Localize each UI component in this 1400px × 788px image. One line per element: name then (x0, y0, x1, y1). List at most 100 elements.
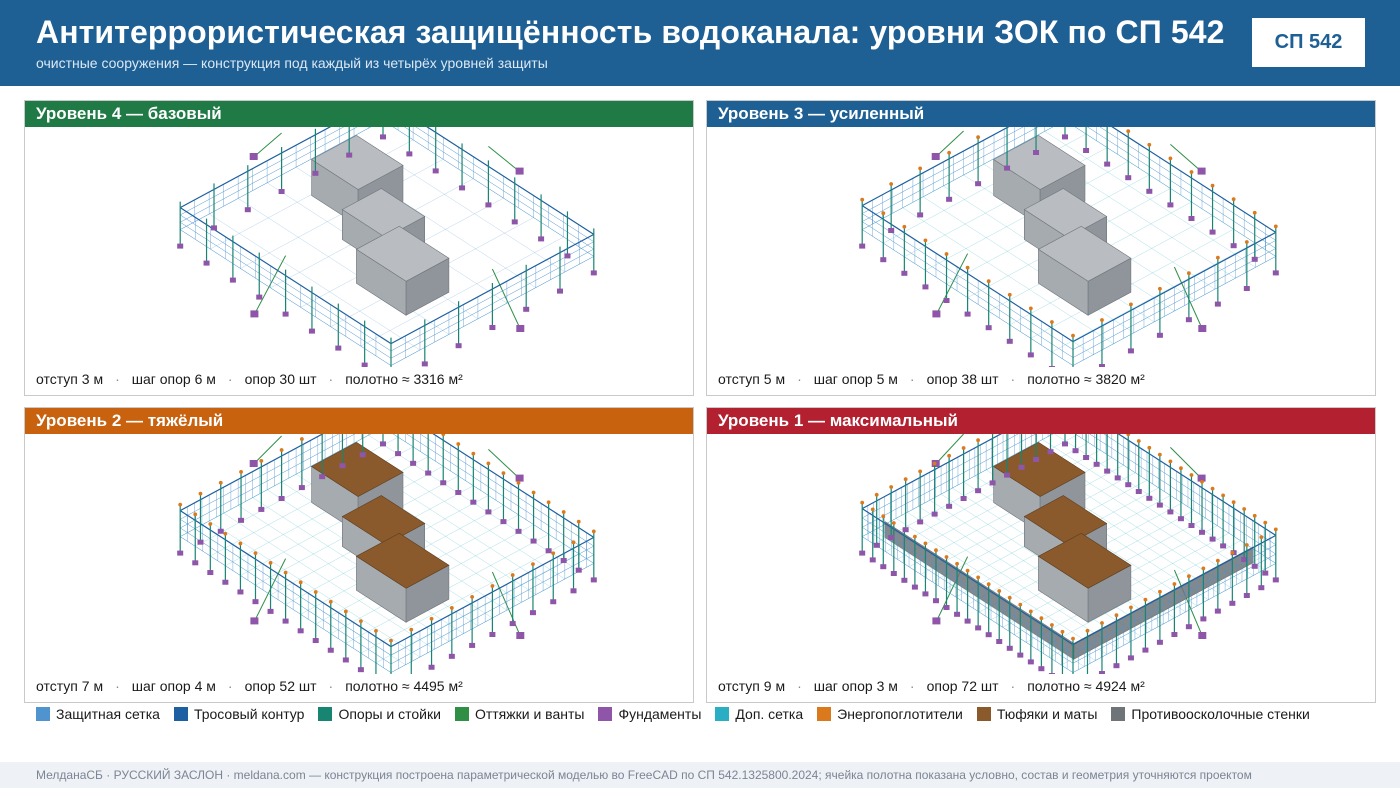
foundation-block (557, 288, 563, 294)
energy-absorber (961, 446, 966, 450)
legend-item-foundations: Фундаменты (598, 706, 701, 722)
energy-absorber (891, 521, 896, 525)
guy-wire (488, 146, 520, 172)
energy-absorber (571, 540, 576, 545)
stat-separator: · (227, 371, 233, 387)
foundation-block (1230, 243, 1237, 249)
foundation-block (489, 325, 496, 330)
energy-absorber (1129, 605, 1133, 610)
legend: Защитная сетка Тросовый контур Опоры и с… (36, 706, 1376, 722)
energy-absorber (591, 529, 596, 534)
building-roof (993, 135, 1086, 190)
foundation-block (516, 325, 525, 332)
foundation-block (901, 577, 908, 583)
stat-step: шаг опор 4 м (131, 678, 216, 694)
building-roof (1037, 225, 1132, 282)
foundation-block (989, 480, 996, 486)
legend-item-guy-wires: Оттяжки и ванты (454, 706, 584, 722)
energy-absorber (874, 492, 879, 497)
foundation-block (244, 207, 251, 213)
foundation-block (1113, 663, 1120, 669)
foundation-block (485, 509, 492, 515)
foundation-block (1072, 448, 1079, 454)
foundation-block (1104, 161, 1111, 167)
energy-absorber (313, 590, 318, 594)
foundation-block (985, 632, 992, 638)
mesh-line (1072, 248, 1276, 358)
foundation-block (267, 608, 274, 614)
level-3-3d-model (859, 127, 1279, 367)
level-4-3d-model (177, 127, 597, 367)
mattress-roof (311, 442, 404, 497)
foundation-block (1185, 624, 1192, 630)
legend-item-cable-contour: Тросовый контур (173, 706, 304, 722)
foundation-block (319, 474, 326, 480)
standard-badge: СП 542 (1252, 18, 1365, 67)
energy-absorber (944, 252, 949, 256)
energy-absorber (889, 485, 894, 489)
energy-absorber (253, 551, 258, 556)
foundation-block (192, 560, 199, 566)
energy-absorber (1215, 255, 1220, 260)
panel-level-1: Уровень 1 — максимальный отступ 9 м· шаг… (706, 407, 1376, 703)
foundation-block (1048, 366, 1055, 367)
foundation-block (515, 528, 522, 534)
foundation-block (932, 617, 941, 625)
foundation-block (1177, 516, 1184, 522)
energy-absorber (1189, 473, 1194, 477)
legend-swatch (454, 707, 469, 721)
guy-wire (253, 255, 287, 315)
energy-absorber (409, 627, 414, 632)
energy-absorber (470, 595, 475, 599)
foundation-block (931, 511, 938, 517)
stat-separator: · (1010, 678, 1016, 694)
foundation-block (207, 570, 214, 576)
ground-mesh-line (895, 518, 1107, 655)
energy-absorber (1028, 609, 1033, 614)
energy-absorber (516, 480, 521, 485)
energy-absorber (918, 469, 923, 474)
energy-absorber (510, 573, 515, 577)
energy-absorber (358, 619, 363, 624)
foundation-block (975, 625, 982, 631)
footer-text: МелданаСБ · РУССКИЙ ЗАСЛОН · meldana.com… (36, 768, 1252, 782)
energy-absorber (881, 211, 886, 216)
guy-wire (491, 268, 521, 330)
foundation-block (278, 496, 285, 501)
foundation-block (1209, 229, 1216, 235)
stat-separator: · (797, 371, 802, 387)
foundation-block (1093, 461, 1100, 467)
legend-swatch (817, 707, 832, 721)
foundation-block (996, 639, 1003, 644)
energy-absorber (1147, 142, 1152, 147)
energy-absorber (1114, 613, 1119, 618)
foundation-block (1156, 502, 1163, 508)
foundation-block (890, 571, 897, 576)
mattress-roof (993, 442, 1086, 497)
foundation-block (211, 225, 217, 231)
foundation-block (590, 577, 597, 583)
stat-separator: · (115, 678, 120, 694)
energy-absorber (283, 570, 288, 575)
energy-absorber (1007, 292, 1012, 297)
foundation-block (1006, 338, 1013, 344)
foundation-block (346, 152, 353, 158)
energy-absorber (1172, 582, 1177, 586)
stat-separator: · (1010, 371, 1016, 387)
level-2-3d-model (177, 434, 597, 674)
energy-absorber (986, 582, 991, 587)
site-model (177, 127, 597, 367)
foundation-block (1167, 202, 1174, 208)
energy-absorber (1157, 452, 1162, 457)
energy-absorber (881, 514, 886, 519)
ground-mesh-line (922, 196, 1134, 334)
stat-separator: · (328, 371, 334, 387)
ground-mesh-line (862, 127, 1054, 230)
energy-absorber (486, 461, 491, 466)
energy-absorber (531, 490, 536, 495)
energy-absorber (955, 561, 959, 566)
energy-absorber (923, 541, 928, 546)
energy-absorber (1252, 513, 1257, 518)
foundation-block (1258, 585, 1265, 591)
foundation-block (380, 134, 386, 140)
